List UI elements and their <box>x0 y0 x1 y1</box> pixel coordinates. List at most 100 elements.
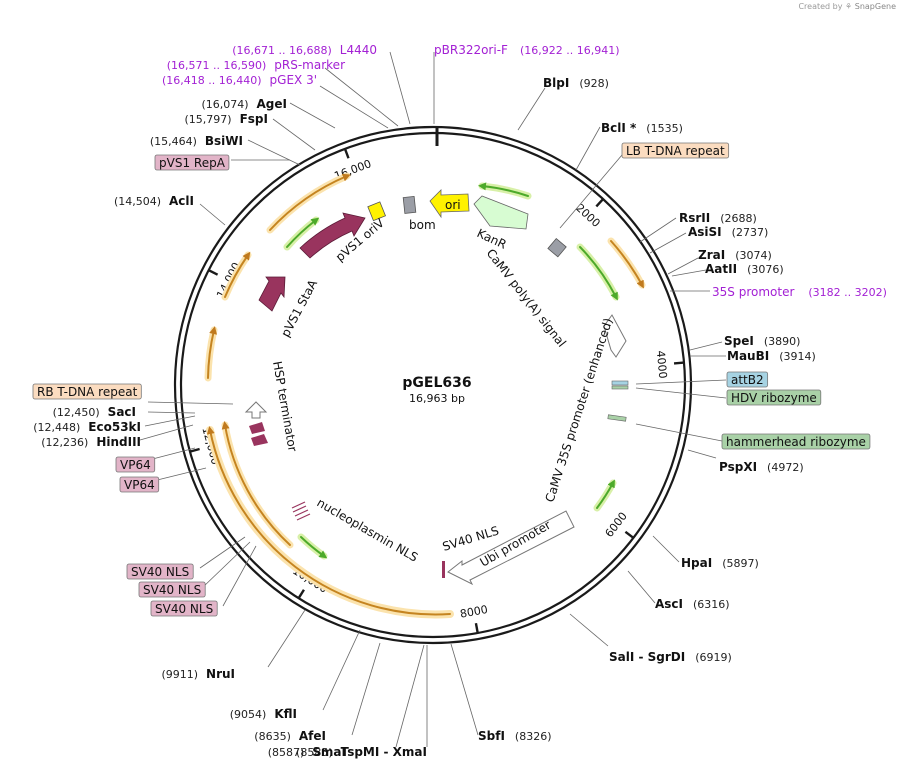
site-position: (12,236) <box>41 436 88 449</box>
site-19: Eco53kI(12,448) <box>33 420 141 434</box>
feature-box-label: SV40 NLS <box>155 602 213 616</box>
green-arc-2 <box>576 243 620 301</box>
site-17: NruI (9911) <box>161 667 235 681</box>
feature-box-label: SV40 NLS <box>143 583 201 597</box>
feature-box <box>119 476 160 493</box>
primer-0: pGEX 3'(16,418 .. 16,440) <box>162 73 317 87</box>
site-0: BlpI (928) <box>543 76 609 90</box>
green-arc-5-line <box>300 536 328 559</box>
feature-label-camv-polya: CaMV poly(A) signal <box>484 246 569 349</box>
primer-range: (16,418 .. 16,440) <box>162 74 262 87</box>
site-name: AscI <box>655 597 683 611</box>
site-name: SmaI <box>312 745 346 759</box>
hammerhead-ribozyme-box <box>607 414 627 422</box>
site-name: MauBI <box>727 349 769 363</box>
feature-box-label: SV40 NLS <box>131 565 189 579</box>
green-arc-1-line <box>478 182 529 197</box>
scale-tick-4 <box>297 589 305 599</box>
credit-brand: SnapGene <box>854 2 896 11</box>
plasmid-size: 16,963 bp <box>409 392 465 405</box>
site-name: AfeI <box>299 729 326 743</box>
site-position: (8326) <box>515 730 552 743</box>
site-name: NruI <box>206 667 235 681</box>
site-name: PspXI <box>719 460 757 474</box>
boxed-feature-5: RB T-DNA repeat <box>32 383 142 400</box>
scale-tick-7 <box>343 148 350 159</box>
orange-arc-2-line <box>269 173 351 231</box>
feature-box <box>32 383 142 400</box>
site-position: (2688) <box>720 212 757 225</box>
site-18: HindIII (12,236) <box>41 435 141 449</box>
site-name: AgeI <box>257 97 287 111</box>
site-name: HindIII <box>96 435 141 449</box>
site-name: BsiWI <box>205 134 243 148</box>
boxed-feature-0: LB T-DNA repeat <box>621 142 730 159</box>
site-name: BclI * <box>601 121 637 135</box>
feature-label-hsp-terminator: HSP terminator <box>270 360 300 453</box>
green-arc-4-line <box>286 217 320 248</box>
primer-name: 35S promoter <box>712 285 794 299</box>
snapgene-credit: Created by ⚘ SnapGene <box>798 2 896 11</box>
site-position: (9911) <box>161 668 198 681</box>
site-position: (15,464) <box>150 135 197 148</box>
scale-tick-6 <box>208 269 219 276</box>
site-name: SacI <box>108 405 136 419</box>
site-position: (6919) <box>695 651 732 664</box>
site-24: AgeI(16,074) <box>201 97 287 111</box>
primer-range: (16,671 .. 16,688) <box>232 44 332 57</box>
site-name: ZraI <box>698 248 725 262</box>
scale-label-1: 4000 <box>654 350 669 379</box>
feature-box-label: VP64 <box>124 478 155 492</box>
primer-name: pRS-marker <box>274 58 345 72</box>
green-arc-3-line <box>596 479 615 509</box>
site-20: SacI(12,450) <box>53 405 136 419</box>
site-position: (6316) <box>693 598 730 611</box>
scale-label-2: 6000 <box>603 510 630 540</box>
attb2-box <box>611 380 629 386</box>
boxed-feature-3: hammerhead ribozyme <box>721 433 871 450</box>
site-2: RsrII(2688) <box>679 211 757 225</box>
feature-box <box>726 371 769 388</box>
boxed-feature-7: VP64 <box>119 476 160 493</box>
site-name: BlpI <box>543 76 569 90</box>
scale-tick-1 <box>673 361 685 365</box>
site-name: AclI <box>169 194 194 208</box>
scale-tick-0 <box>595 198 604 208</box>
feature-shapes <box>244 189 629 586</box>
feature-label-nucleoplasmin-nls: nucleoplasmin NLS <box>315 495 421 564</box>
feature-box-label: hammerhead ribozyme <box>726 435 866 449</box>
feature-box <box>621 142 730 159</box>
site-name: TspMI - XmaI <box>341 745 427 759</box>
site-name: HpaI <box>681 556 712 570</box>
site-name: SpeI <box>724 334 754 348</box>
feature-box <box>726 389 822 406</box>
feature-box-label: LB T-DNA repeat <box>626 144 725 158</box>
site-5: AatII(3076) <box>705 262 784 276</box>
track-arcs <box>204 172 646 619</box>
site-name: Eco53kI <box>88 420 141 434</box>
camv-35s-promoter-arrow <box>603 314 627 358</box>
orange-arc-5 <box>206 426 454 619</box>
site-4: ZraI(3074) <box>698 248 772 262</box>
site-name: SbfI <box>478 729 505 743</box>
site-name: FspI <box>240 112 268 126</box>
site-8: PspXI(4972) <box>719 460 804 474</box>
site-14: SmaI(8587) <box>268 745 346 759</box>
feature-box-label: VP64 <box>120 458 151 472</box>
boxed-feature-9: SV40 NLS <box>138 581 206 598</box>
scale-tick-2 <box>624 530 635 539</box>
feature-box-label: pVS1 RepA <box>159 156 226 170</box>
primer-1: pRS-marker(16,571 .. 16,590) <box>167 58 345 72</box>
primer-name: L4440 <box>340 43 377 57</box>
scale-label-3: 8000 <box>459 603 489 621</box>
feature-label-ori: ori <box>445 198 461 212</box>
site-position: (1535) <box>646 122 683 135</box>
boxed-feature-8: SV40 NLS <box>126 563 194 580</box>
feature-box <box>721 433 871 450</box>
hsp-terminator-shape <box>244 401 268 419</box>
site-position: (928) <box>579 77 609 90</box>
site-16: KflI(9054) <box>230 707 297 721</box>
site-23: FspI (15,797) <box>185 112 268 126</box>
bom-box <box>402 195 417 214</box>
site-position: (15,797) <box>185 113 232 126</box>
